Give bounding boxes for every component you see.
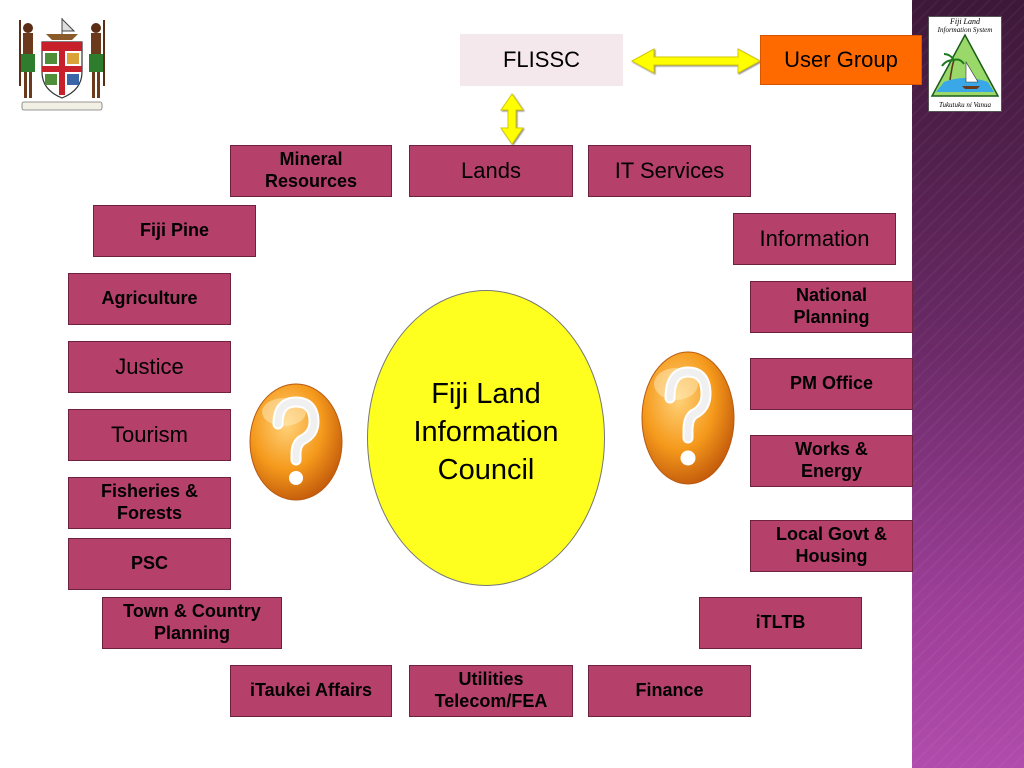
logo-line1: Fiji Land xyxy=(949,17,981,26)
it-services-box: IT Services xyxy=(588,145,751,197)
flis-logo-icon: Fiji Land Information System Tukutuku ni… xyxy=(928,16,1002,112)
justice-label: Justice xyxy=(115,353,184,379)
itaukei-affairs-box: iTaukei Affairs xyxy=(230,665,392,717)
agriculture-label: Agriculture xyxy=(101,288,198,309)
flissc-lands-arrow xyxy=(500,93,524,145)
lands-box: Lands xyxy=(409,145,573,197)
itltb-label: iTLTB xyxy=(755,612,806,633)
fisheries-forests-label: Fisheries & Forests xyxy=(100,481,199,523)
information-label: Information xyxy=(759,225,870,251)
works-energy-label: Works & Energy xyxy=(795,439,868,481)
finance-label: Finance xyxy=(635,680,704,701)
fiji-pine-label: Fiji Pine xyxy=(139,220,209,241)
it-services-label: IT Services xyxy=(614,157,725,183)
psc-box: PSC xyxy=(68,538,231,590)
itltb-box: iTLTB xyxy=(699,597,862,649)
tourism-label: Tourism xyxy=(110,421,188,447)
lands-label: Lands xyxy=(461,157,521,183)
logo-motto: Tukutuku ni Vanua xyxy=(939,101,992,109)
council-label: Fiji Land Information Council xyxy=(413,377,559,487)
justice-box: Justice xyxy=(68,341,231,393)
flissc-label: FLISSC xyxy=(502,46,581,72)
tourism-box: Tourism xyxy=(68,409,231,461)
flissc-usergroup-arrow xyxy=(630,48,762,74)
local-govt-housing-box: Local Govt & Housing xyxy=(750,520,913,572)
mineral-resources-label: Mineral Resources xyxy=(264,149,358,191)
coat-of-arms-icon xyxy=(19,17,105,111)
logo-line2: Information System xyxy=(937,26,993,34)
local-govt-housing-label: Local Govt & Housing xyxy=(775,524,887,566)
national-planning-label: National Planning xyxy=(793,285,870,327)
utilities-telecom-box: Utilities Telecom/FEA xyxy=(409,665,573,717)
town-country-planning-label: Town & Country Planning xyxy=(123,601,261,643)
user-group-box: User Group xyxy=(760,35,922,85)
town-country-planning-box: Town & Country Planning xyxy=(102,597,282,649)
flissc-box: FLISSC xyxy=(460,34,623,86)
works-energy-box: Works & Energy xyxy=(750,435,913,487)
fisheries-forests-box: Fisheries & Forests xyxy=(68,477,231,529)
question-mark-icon xyxy=(249,383,343,501)
pm-office-label: PM Office xyxy=(789,373,873,394)
council-ellipse: Fiji Land Information Council xyxy=(367,290,605,586)
side-panel xyxy=(912,0,1024,768)
fiji-pine-box: Fiji Pine xyxy=(93,205,256,257)
information-box: Information xyxy=(733,213,896,265)
user-group-label: User Group xyxy=(784,46,898,72)
mineral-resources-box: Mineral Resources xyxy=(230,145,392,197)
pm-office-box: PM Office xyxy=(750,358,913,410)
psc-label: PSC xyxy=(130,553,168,574)
itaukei-affairs-label: iTaukei Affairs xyxy=(249,680,373,701)
agriculture-box: Agriculture xyxy=(68,273,231,325)
utilities-telecom-label: Utilities Telecom/FEA xyxy=(434,669,548,711)
national-planning-box: National Planning xyxy=(750,281,913,333)
finance-box: Finance xyxy=(588,665,751,717)
question-mark-icon xyxy=(641,351,735,485)
